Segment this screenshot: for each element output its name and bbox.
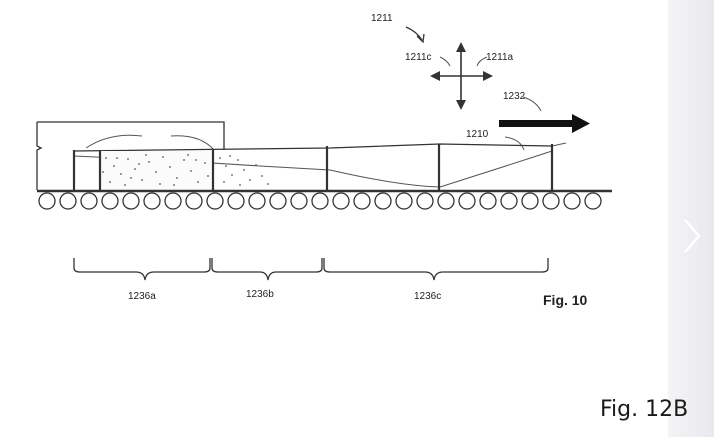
pointer-1232 — [522, 96, 542, 112]
sprayer-arc-left — [85, 134, 143, 149]
motion-arrow-icon — [499, 114, 590, 133]
conveyor-rollers — [38, 192, 602, 210]
label-1236c: 1236c — [414, 291, 441, 302]
film-top-line — [73, 143, 553, 152]
housing-outline — [37, 121, 225, 150]
next-slide-button[interactable] — [672, 214, 712, 258]
pointer-1210 — [504, 136, 525, 151]
label-1236b: 1236b — [246, 289, 274, 300]
pointer-1211 — [405, 26, 423, 41]
pointer-1211c — [439, 56, 451, 67]
inner-figure-label: Fig. 10 — [543, 292, 588, 308]
stipple-dots — [102, 154, 269, 186]
brace-1236c — [323, 258, 549, 281]
label-1232: 1232 — [503, 91, 526, 102]
label-1211: 1211 — [371, 13, 393, 24]
coated-region — [100, 151, 213, 189]
film-end — [551, 142, 567, 147]
housing-left-edge — [36, 122, 43, 190]
label-1236a: 1236a — [128, 291, 156, 302]
brace-1236a — [73, 258, 211, 281]
label-1210: 1210 — [466, 129, 489, 140]
pointer-1211-head — [416, 33, 425, 44]
figure-caption: Fig. 12B — [600, 397, 689, 422]
sprayer-arc-right — [170, 135, 215, 151]
pointer-1211a — [476, 56, 488, 67]
brace-1236b — [211, 258, 323, 281]
film-sag-line — [73, 150, 553, 188]
support-posts — [72, 144, 554, 190]
direction-cross-icon — [430, 42, 493, 110]
chevron-right-icon — [684, 219, 701, 253]
side-navigation-panel — [668, 0, 714, 437]
label-1211a: 1211a — [486, 52, 514, 63]
label-1211c: 1211c — [405, 52, 432, 63]
